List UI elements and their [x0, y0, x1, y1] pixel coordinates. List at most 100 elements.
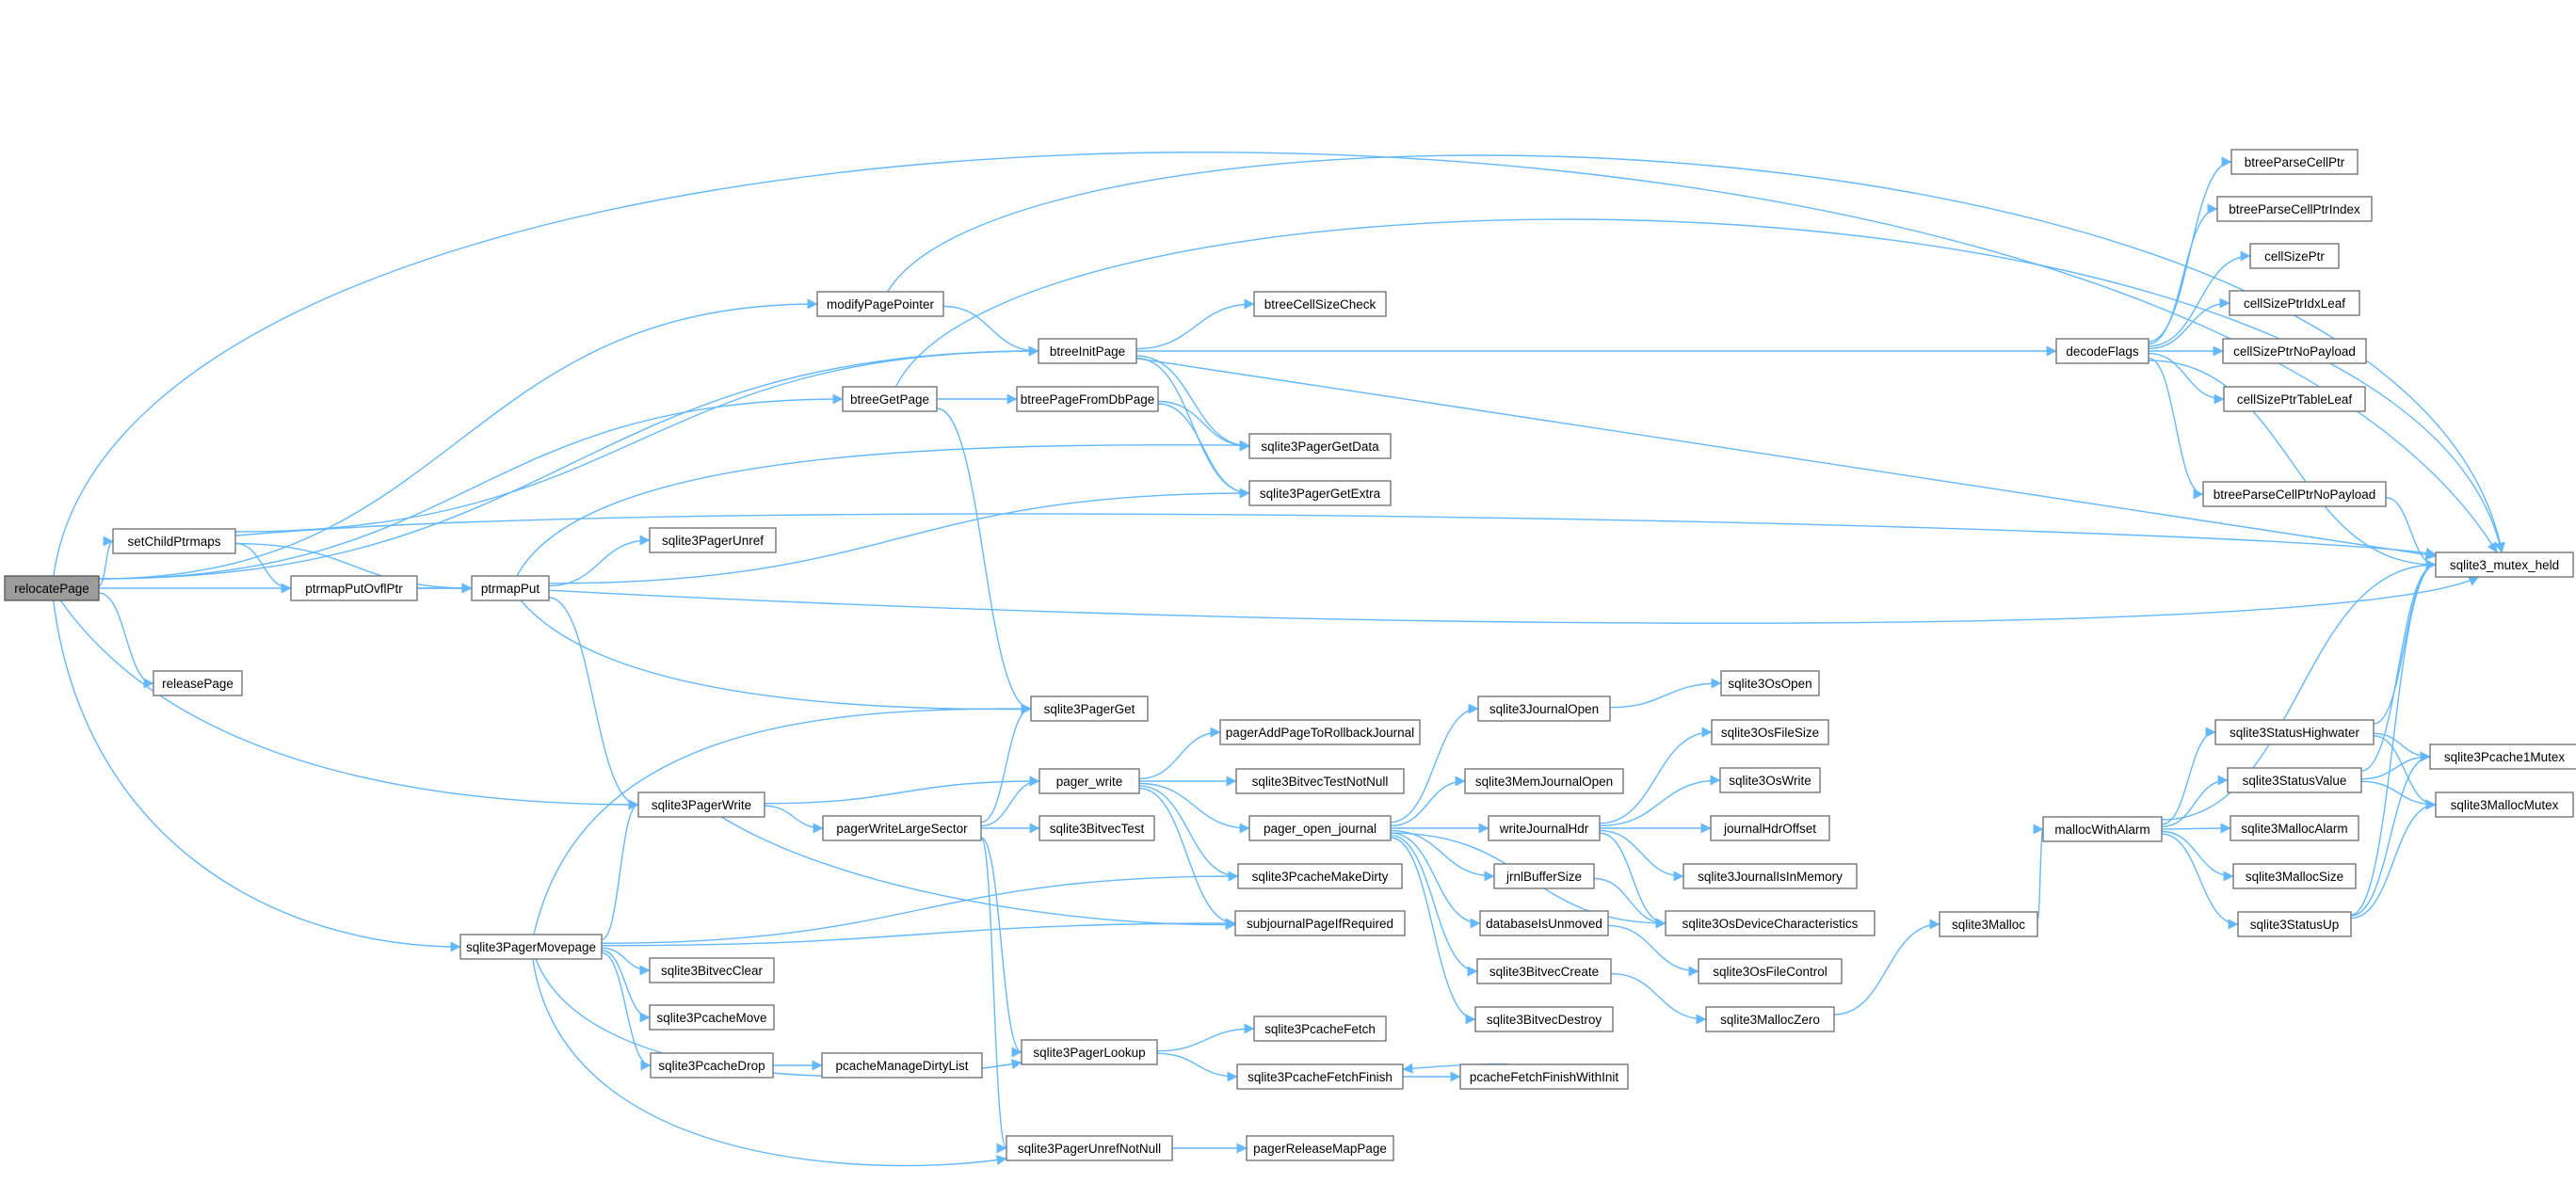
node-sqlite3StatusValue[interactable]: sqlite3StatusValue	[2227, 767, 2362, 793]
node-pcacheFetchFinishWithInit[interactable]: pcacheFetchFinishWithInit	[1459, 1063, 1629, 1090]
node-modifyPagePointer[interactable]: modifyPagePointer	[816, 291, 944, 317]
node-btreeParseCellPtrIndex[interactable]: btreeParseCellPtrIndex	[2216, 196, 2373, 222]
node-label: sqlite3PagerLookup	[1033, 1046, 1145, 1060]
node-pagerWriteLargeSector[interactable]: pagerWriteLargeSector	[822, 815, 982, 841]
node-box	[2237, 911, 2352, 937]
node-cellSizePtr[interactable]: cellSizePtr	[2249, 243, 2340, 269]
node-box	[1665, 910, 1876, 936]
node-box	[1021, 1039, 1158, 1065]
node-sqlite3PcacheDrop[interactable]: sqlite3PcacheDrop	[650, 1052, 774, 1079]
node-sqlite3BitvecTestNotNull[interactable]: sqlite3BitvecTestNotNull	[1235, 768, 1405, 794]
edge-pager_open_journal-to-sqlite3JournalOpen	[1390, 703, 1479, 823]
node-box	[649, 527, 777, 553]
node-sqlite3OsOpen[interactable]: sqlite3OsOpen	[1720, 670, 1820, 696]
node-btreeGetPage[interactable]: btreeGetPage	[842, 386, 938, 412]
edge-sqlite3Malloc-to-mallocWithAlarm	[2033, 823, 2044, 920]
node-box	[1719, 767, 1821, 793]
node-box	[649, 1004, 775, 1031]
node-sqlite3Pcache1Mutex[interactable]: sqlite3Pcache1Mutex	[2429, 743, 2576, 770]
node-pager_open_journal[interactable]: pager_open_journal	[1248, 815, 1392, 841]
node-sqlite3PagerLookup[interactable]: sqlite3PagerLookup	[1021, 1039, 1158, 1065]
node-sqlite3StatusUp[interactable]: sqlite3StatusUp	[2237, 911, 2352, 937]
node-btreeParseCellPtr[interactable]: btreeParseCellPtr	[2230, 149, 2359, 175]
node-sqlite3StatusHighwater[interactable]: sqlite3StatusHighwater	[2214, 719, 2375, 745]
node-sqlite3BitvecTest[interactable]: sqlite3BitvecTest	[1038, 815, 1155, 841]
node-sqlite3BitvecCreate[interactable]: sqlite3BitvecCreate	[1476, 958, 1612, 984]
node-sqlite3PagerGet[interactable]: sqlite3PagerGet	[1030, 695, 1149, 722]
node-sqlite3JournalOpen[interactable]: sqlite3JournalOpen	[1477, 695, 1611, 722]
node-label: setChildPtrmaps	[127, 535, 220, 549]
node-sqlite3PagerWrite[interactable]: sqlite3PagerWrite	[637, 791, 765, 818]
node-ptrmapPut[interactable]: ptrmapPut	[471, 575, 550, 601]
node-mallocWithAlarm[interactable]: mallocWithAlarm	[2042, 816, 2163, 842]
node-box	[153, 670, 243, 696]
node-sqlite3BitvecDestroy[interactable]: sqlite3BitvecDestroy	[1474, 1006, 1614, 1032]
node-sqlite3BitvecClear[interactable]: sqlite3BitvecClear	[649, 957, 775, 983]
node-box	[290, 575, 418, 601]
node-sqlite3Malloc[interactable]: sqlite3Malloc	[1939, 911, 2038, 937]
node-writeJournalHdr[interactable]: writeJournalHdr	[1488, 815, 1601, 841]
node-sqlite3MemJournalOpen[interactable]: sqlite3MemJournalOpen	[1464, 768, 1624, 794]
node-label: pager_open_journal	[1264, 822, 1377, 836]
edge-pagerWriteLargeSector-to-sqlite3PagerLookup	[980, 837, 1022, 1058]
node-pager_write[interactable]: pager_write	[1038, 768, 1140, 794]
node-subjournalPageIfRequired[interactable]: subjournalPageIfRequired	[1234, 910, 1406, 936]
node-box	[2230, 149, 2359, 175]
edge-sqlite3PagerWrite-to-subjournalPageIfRequired	[720, 816, 1236, 931]
edge-sqlite3PagerMovepage-to-sqlite3BitvecClear	[601, 947, 651, 976]
node-jrnlBufferSize[interactable]: jrnlBufferSize	[1493, 863, 1595, 889]
node-sqlite3PcacheFetchFinish[interactable]: sqlite3PcacheFetchFinish	[1236, 1063, 1404, 1090]
node-sqlite3PcacheMakeDirty[interactable]: sqlite3PcacheMakeDirty	[1237, 863, 1403, 889]
node-pcacheManageDirtyList[interactable]: pcacheManageDirtyList	[821, 1052, 983, 1079]
node-box	[2232, 863, 2357, 889]
node-cellSizePtrTableLeaf[interactable]: cellSizePtrTableLeaf	[2223, 386, 2366, 412]
node-cellSizePtrIdxLeaf[interactable]: cellSizePtrIdxLeaf	[2229, 290, 2360, 316]
node-journalHdrOffset[interactable]: journalHdrOffset	[1710, 815, 1830, 841]
node-box	[1248, 815, 1392, 841]
edge-setChildPtrmaps-to-btreeInitPage	[234, 345, 1039, 533]
node-pagerReleaseMapPage[interactable]: pagerReleaseMapPage	[1246, 1135, 1394, 1161]
node-label: btreeParseCellPtrIndex	[2229, 202, 2360, 216]
node-sqlite3OsWrite[interactable]: sqlite3OsWrite	[1719, 767, 1821, 793]
edge-decodeFlags-to-sqlite3_mutex_held	[2148, 360, 2437, 570]
node-sqlite3MallocZero[interactable]: sqlite3MallocZero	[1705, 1006, 1835, 1032]
node-label: sqlite3MallocAlarm	[2241, 822, 2347, 836]
node-decodeFlags[interactable]: decodeFlags	[2055, 338, 2149, 364]
node-ptrmapPutOvflPtr[interactable]: ptrmapPutOvflPtr	[290, 575, 418, 601]
edge-sqlite3StatusHighwater-to-sqlite3MallocMutex	[2373, 735, 2437, 810]
node-btreePageFromDbPage[interactable]: btreePageFromDbPage	[1016, 386, 1159, 412]
node-setChildPtrmaps[interactable]: setChildPtrmaps	[112, 528, 236, 554]
node-sqlite3MallocSize[interactable]: sqlite3MallocSize	[2232, 863, 2357, 889]
edge-sqlite3PagerMovepage-to-sqlite3PagerUnrefNotNull	[532, 958, 1007, 1167]
node-sqlite3OsFileControl[interactable]: sqlite3OsFileControl	[1698, 958, 1843, 984]
edge-sqlite3MallocZero-to-sqlite3Malloc	[1833, 919, 1940, 1015]
node-sqlite3MallocMutex[interactable]: sqlite3MallocMutex	[2435, 791, 2574, 818]
node-relocatePage[interactable]: relocatePage	[4, 575, 100, 601]
node-btreeParseCellPtrNoPayload[interactable]: btreeParseCellPtrNoPayload	[2202, 481, 2387, 507]
node-label: pagerAddPageToRollbackJournal	[1226, 726, 1414, 740]
node-btreeCellSizeCheck[interactable]: btreeCellSizeCheck	[1253, 291, 1387, 317]
node-sqlite3JournalIsInMemory[interactable]: sqlite3JournalIsInMemory	[1682, 863, 1858, 889]
node-sqlite3PagerGetExtra[interactable]: sqlite3PagerGetExtra	[1248, 480, 1392, 506]
node-sqlite3PagerUnrefNotNull[interactable]: sqlite3PagerUnrefNotNull	[1006, 1135, 1173, 1161]
node-sqlite3PagerMovepage[interactable]: sqlite3PagerMovepage	[459, 934, 603, 960]
node-sqlite3MallocAlarm[interactable]: sqlite3MallocAlarm	[2230, 815, 2359, 841]
node-sqlite3PcacheMove[interactable]: sqlite3PcacheMove	[649, 1004, 775, 1031]
node-label: sqlite3OsOpen	[1728, 677, 1811, 691]
node-sqlite3PagerUnref[interactable]: sqlite3PagerUnref	[649, 527, 777, 553]
edge-ptrmapPut-to-sqlite3PagerGetData	[516, 440, 1250, 577]
node-sqlite3PagerGetData[interactable]: sqlite3PagerGetData	[1248, 433, 1392, 459]
node-sqlite3PcacheFetch[interactable]: sqlite3PcacheFetch	[1253, 1015, 1387, 1042]
node-label: sqlite3PagerWrite	[652, 798, 751, 812]
node-btreeInitPage[interactable]: btreeInitPage	[1038, 338, 1137, 364]
node-databaseIsUnmoved[interactable]: databaseIsUnmoved	[1479, 910, 1609, 936]
node-box	[1253, 291, 1387, 317]
node-cellSizePtrNoPayload[interactable]: cellSizePtrNoPayload	[2222, 338, 2367, 364]
node-sqlite3_mutex_held[interactable]: sqlite3_mutex_held	[2435, 552, 2574, 578]
node-pagerAddPageToRollbackJournal[interactable]: pagerAddPageToRollbackJournal	[1219, 719, 1421, 745]
node-sqlite3OsDeviceCharacteristics[interactable]: sqlite3OsDeviceCharacteristics	[1665, 910, 1876, 936]
node-box	[2435, 552, 2574, 578]
node-releasePage[interactable]: releasePage	[153, 670, 243, 696]
node-box	[1711, 719, 1829, 745]
node-sqlite3OsFileSize[interactable]: sqlite3OsFileSize	[1711, 719, 1829, 745]
